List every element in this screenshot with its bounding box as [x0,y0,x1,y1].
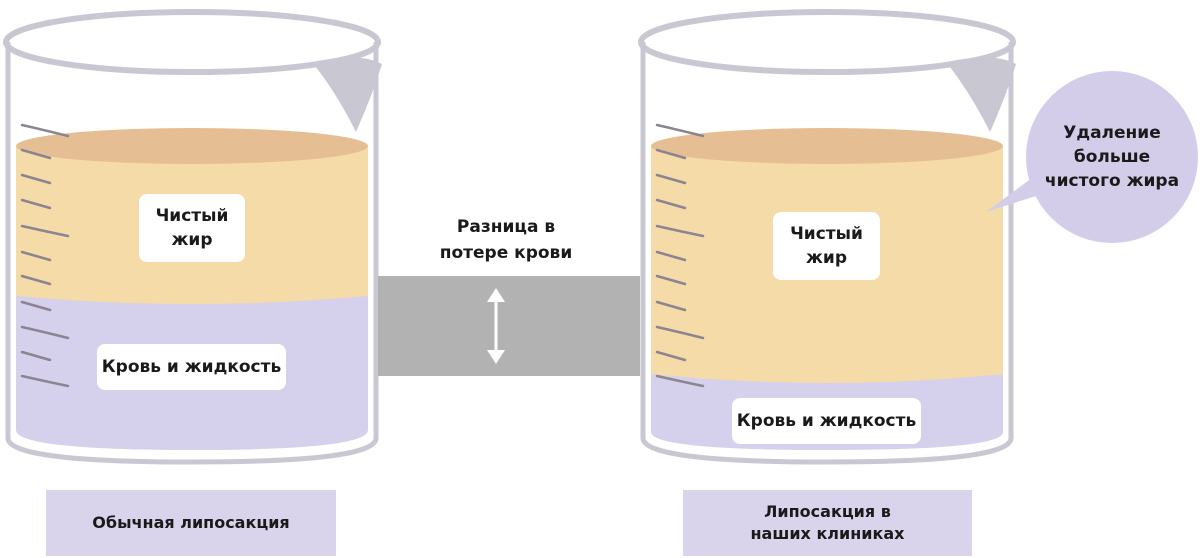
left-blood-label: Кровь и жидкость [97,344,286,390]
difference-bridge [378,276,640,376]
right-scale-ticks [655,123,705,388]
left-beaker-spout [312,57,382,132]
callout-text: Удаление больше чистого жира [1032,121,1192,193]
difference-label-line1: Разница в [456,217,556,237]
difference-label-line2: потере крови [439,243,573,263]
left-blood-label-text: Кровь и жидкость [101,357,282,377]
left-fat-label: Чистый жир [139,194,245,262]
callout-bubble [986,71,1198,243]
right-blood-label: Кровь и жидкость [732,398,921,444]
left-beaker-rim [3,9,381,75]
right-fat-label-line2: жир [806,248,847,268]
left-fat-label-line1: Чистый [155,206,229,226]
right-fat-label-line1: Чистый [790,224,863,244]
callout-line1: Удаление [1063,123,1161,143]
callout-line2: больше [1073,147,1151,167]
right-beaker-spout [946,57,1016,132]
left-beaker-wall [5,42,379,465]
caption-conventional-text: Обычная липосакция [92,513,290,532]
right-blood-label-text: Кровь и жидкость [736,411,917,431]
arrow-up-icon [487,288,505,302]
left-fat-top [16,128,368,164]
difference-band [378,276,640,376]
caption-our-clinics-line1: Липосакция в [764,502,891,521]
right-beaker-rim [638,9,1016,75]
left-scale-ticks [20,123,70,388]
caption-our-clinics: Липосакция в наших клиниках [683,490,972,556]
arrow-down-icon [487,350,505,364]
left-fat-label-line2: жир [171,230,213,250]
difference-label: Разница в потере крови [416,214,596,266]
callout-line3: чистого жира [1044,171,1180,191]
caption-conventional: Обычная липосакция [46,490,336,556]
caption-our-clinics-line2: наших клиниках [750,524,905,543]
right-beaker-wall [640,42,1014,465]
right-fat-top [651,128,1003,164]
callout-pointer [986,172,1040,212]
callout-circle [1026,71,1198,243]
right-fat-label: Чистый жир [773,212,880,280]
